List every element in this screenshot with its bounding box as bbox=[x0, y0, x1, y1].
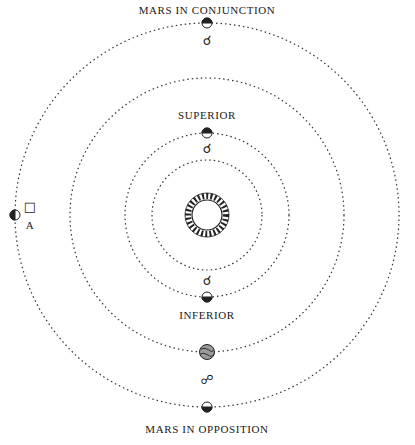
earth-symbol bbox=[200, 345, 215, 360]
earth-orbit bbox=[70, 78, 344, 352]
venus-orbit bbox=[125, 133, 289, 297]
orbit-label: MARS IN OPPOSITION bbox=[145, 424, 268, 435]
point-letter: A bbox=[26, 220, 35, 231]
orbit-label: INFERIOR bbox=[179, 310, 235, 321]
conjunction-symbol: ☌ bbox=[203, 142, 212, 155]
mars-orbit bbox=[15, 23, 399, 407]
orbit-label: SUPERIOR bbox=[178, 110, 236, 121]
quadrature-symbol: □ bbox=[24, 200, 36, 213]
planet-symbols bbox=[10, 18, 212, 412]
sun-symbol bbox=[185, 193, 229, 237]
inner-orbit bbox=[152, 160, 262, 270]
orbit-label: MARS IN CONJUNCTION bbox=[139, 5, 276, 16]
opposition-symbol: ☍ bbox=[200, 373, 213, 386]
conjunction-symbol: ☌ bbox=[203, 34, 212, 47]
conjunction-symbol: ☌ bbox=[203, 274, 212, 287]
